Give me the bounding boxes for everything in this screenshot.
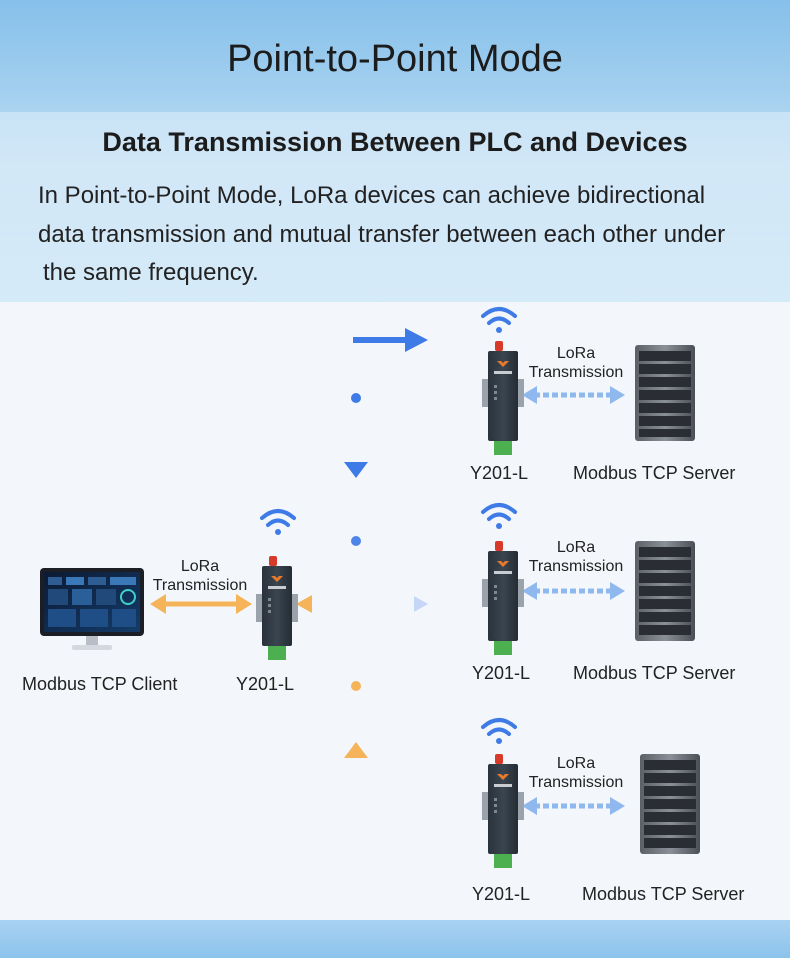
client-link-label-line-1: LoRa — [180, 558, 220, 575]
node-gateway-label-3: Y201-L — [472, 884, 531, 904]
client-link-label: LoRa Transmission — [150, 557, 250, 595]
node-wifi-icon-1 — [481, 307, 517, 333]
node-link-arrow-3 — [522, 797, 625, 815]
page-subtitle: Data Transmission Between PLC and Device… — [102, 127, 688, 157]
client-wifi-icon — [260, 509, 296, 535]
description-line-3: the same frequency. — [43, 259, 259, 286]
node-server-label-1: Modbus TCP Server — [573, 463, 736, 483]
node-1-link-label-line-1: LoRa — [556, 345, 596, 362]
node-link-label-2: LoRa Transmission — [526, 538, 626, 576]
header-glow — [0, 112, 790, 302]
description-line-1: In Point-to-Point Mode, LoRa devices can… — [38, 182, 706, 209]
node-2-link-label-line-2: Transmission — [528, 558, 624, 575]
node-link-label-3: LoRa Transmission — [526, 754, 626, 792]
client-link-label-line-2: Transmission — [152, 577, 248, 594]
blue-flow-line — [344, 328, 428, 604]
server-rack-icon-3 — [640, 754, 700, 854]
node-link-arrow-1 — [522, 386, 625, 404]
server-rack-icon-2 — [635, 541, 695, 641]
node-wifi-icon-3 — [481, 718, 517, 744]
server-rack-icon-1 — [635, 345, 695, 441]
node-server-label-2: Modbus TCP Server — [573, 663, 736, 683]
node-1-link-label-line-2: Transmission — [528, 364, 624, 381]
node-gateway-icon-2 — [482, 541, 524, 655]
header-band — [0, 0, 790, 302]
description-line-2: data transmission and mutual transfer be… — [38, 221, 726, 248]
client-device-label: Modbus TCP Client — [22, 674, 178, 694]
node-server-label-3: Modbus TCP Server — [582, 884, 745, 904]
node-2-link-label-line-1: LoRa — [556, 539, 596, 556]
node-gateway-label-1: Y201-L — [470, 463, 529, 483]
footer-band — [0, 920, 790, 958]
node-gateway-icon-3 — [482, 754, 524, 868]
page-title: Point-to-Point Mode — [227, 38, 563, 80]
client-monitor-icon — [40, 568, 144, 650]
node-3-link-label-line-1: LoRa — [556, 755, 596, 772]
node-link-label-1: LoRa Transmission — [526, 344, 626, 382]
node-wifi-icon-2 — [481, 503, 517, 529]
orange-flow-line — [344, 604, 368, 758]
client-gateway-label: Y201-L — [236, 674, 295, 694]
node-3-link-label-line-2: Transmission — [528, 774, 624, 791]
node-link-arrow-2 — [522, 582, 625, 600]
node-gateway-icon-1 — [482, 341, 524, 455]
node-gateway-label-2: Y201-L — [472, 663, 531, 683]
client-gateway-icon — [256, 556, 298, 660]
horizontal-flow-line — [296, 595, 428, 613]
client-link-arrow — [150, 594, 252, 614]
